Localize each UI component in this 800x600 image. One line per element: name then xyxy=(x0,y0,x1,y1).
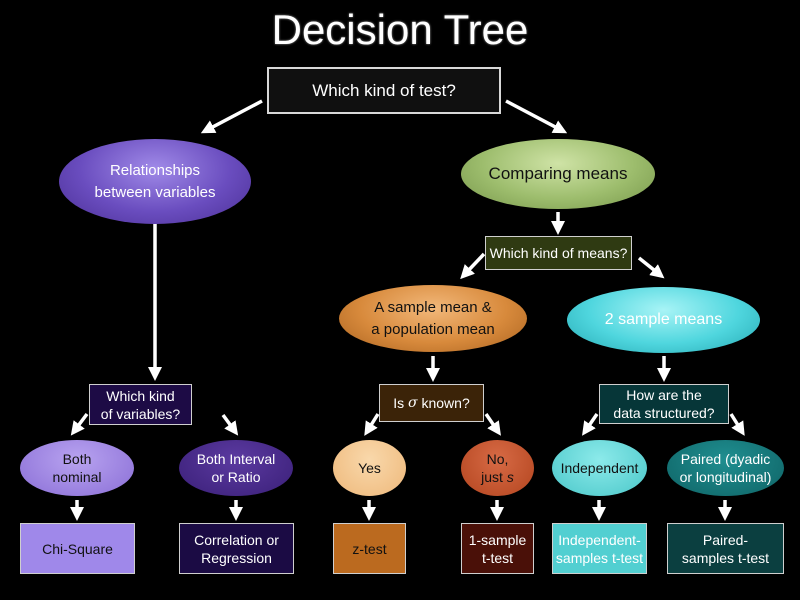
node-yes: Yes xyxy=(333,440,406,496)
node-relationships-between-variables: Relationships between variables xyxy=(59,139,251,224)
arrow-kind-variables-to-nominal xyxy=(70,412,89,436)
node-which-kind-of-means: Which kind of means? xyxy=(485,236,632,270)
node-sigma-known: Is σ known? xyxy=(379,384,484,422)
sigma-known-prefix: Is xyxy=(393,395,409,411)
just-s-label: just s xyxy=(481,468,514,486)
result-one-sample-t-test: 1-sample t-test xyxy=(461,523,534,574)
node-paired: Paired (dyadic or longitudinal) xyxy=(667,440,784,496)
result-chi-square: Chi-Square xyxy=(20,523,135,574)
arrow-kind-variables-to-interval xyxy=(221,413,239,436)
arrow-sigma-to-no xyxy=(484,413,501,436)
node-both-nominal: Both nominal xyxy=(20,440,134,496)
node-data-structure: How are the data structured? xyxy=(599,384,729,424)
arrow-kind-means-to-two-sample xyxy=(637,256,665,279)
page-title: Decision Tree xyxy=(271,6,529,53)
node-which-kind-of-variables: Which kind of variables? xyxy=(89,384,192,425)
node-sample-and-population-mean: A sample mean & a population mean xyxy=(339,285,527,352)
node-which-kind-of-test: Which kind of test? xyxy=(267,67,501,114)
arrow-root-to-relationships xyxy=(200,99,263,134)
node-two-sample-means: 2 sample means xyxy=(567,287,760,353)
result-correlation-regression: Correlation or Regression xyxy=(179,523,294,574)
result-paired-samples-t-test: Paired- samples t-test xyxy=(667,523,784,574)
sigma-symbol: σ xyxy=(408,395,418,411)
node-independent: Independent xyxy=(552,440,647,496)
result-independent-samples-t-test: Independent- samples t-test xyxy=(552,523,647,574)
result-z-test: z-test xyxy=(333,523,406,574)
s-symbol: s xyxy=(506,469,514,485)
no-label: No, xyxy=(486,451,509,467)
arrow-structure-to-paired xyxy=(729,413,745,436)
arrow-structure-to-independent xyxy=(582,413,599,436)
arrow-sigma-to-yes xyxy=(364,413,380,436)
arrow-root-to-comparing xyxy=(505,99,568,134)
node-no-just-s: No, just s xyxy=(461,440,534,496)
just-prefix: just xyxy=(481,469,507,485)
sigma-known-suffix: known? xyxy=(417,395,470,411)
arrow-kind-means-to-sample-pop xyxy=(460,252,486,280)
node-both-interval-ratio: Both Interval or Ratio xyxy=(179,440,293,496)
node-comparing-means: Comparing means xyxy=(461,139,655,209)
